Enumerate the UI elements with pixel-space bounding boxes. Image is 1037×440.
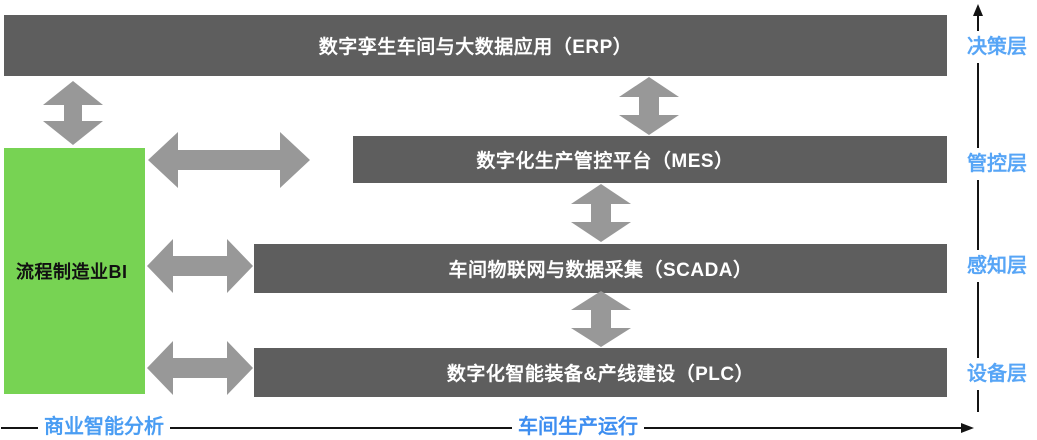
double-arrow-vertical-icon-scada-plc — [571, 291, 631, 347]
double-arrow-vertical-icon-bi-erp — [43, 81, 103, 145]
double-arrow-horizontal-icon-bi-plc — [147, 341, 253, 395]
scada-bar-label: 车间物联网与数据采集（SCADA） — [448, 260, 753, 281]
erp-bar-label: 数字孪生车间与大数据应用（ERP） — [318, 37, 633, 58]
mes-bar-label: 数字化生产管控平台（MES） — [476, 151, 734, 172]
erp-bar: 数字孪生车间与大数据应用（ERP） — [4, 15, 947, 76]
plc-bar-label: 数字化智能装备&产线建设（PLC） — [446, 364, 755, 385]
layer-label-perception: 感知层 — [965, 250, 1029, 282]
bi-box: 流程制造业BI — [4, 148, 145, 394]
bottom-label-production: 车间生产运行 — [512, 416, 644, 439]
right-arrow-icon — [961, 423, 974, 433]
plc-bar: 数字化智能装备&产线建设（PLC） — [254, 348, 947, 397]
mes-bar: 数字化生产管控平台（MES） — [353, 136, 947, 183]
layer-axis-line — [977, 14, 979, 412]
double-arrow-vertical-icon-erp-mes — [619, 77, 679, 135]
layer-label-control: 管控层 — [965, 148, 1029, 180]
double-arrow-vertical-icon-mes-scada — [571, 184, 631, 242]
up-arrow-icon — [973, 4, 983, 16]
scada-bar: 车间物联网与数据采集（SCADA） — [254, 244, 947, 293]
double-arrow-horizontal-icon-bi-scada — [147, 239, 253, 293]
bi-box-label: 流程制造业BI — [16, 262, 128, 282]
layer-label-device: 设备层 — [965, 358, 1029, 390]
bottom-axis-line — [1, 427, 962, 429]
bottom-label-bi-analysis: 商业智能分析 — [38, 416, 170, 439]
layer-label-decision: 决策层 — [965, 31, 1029, 63]
double-arrow-horizontal-icon-bi-mes — [148, 132, 310, 188]
